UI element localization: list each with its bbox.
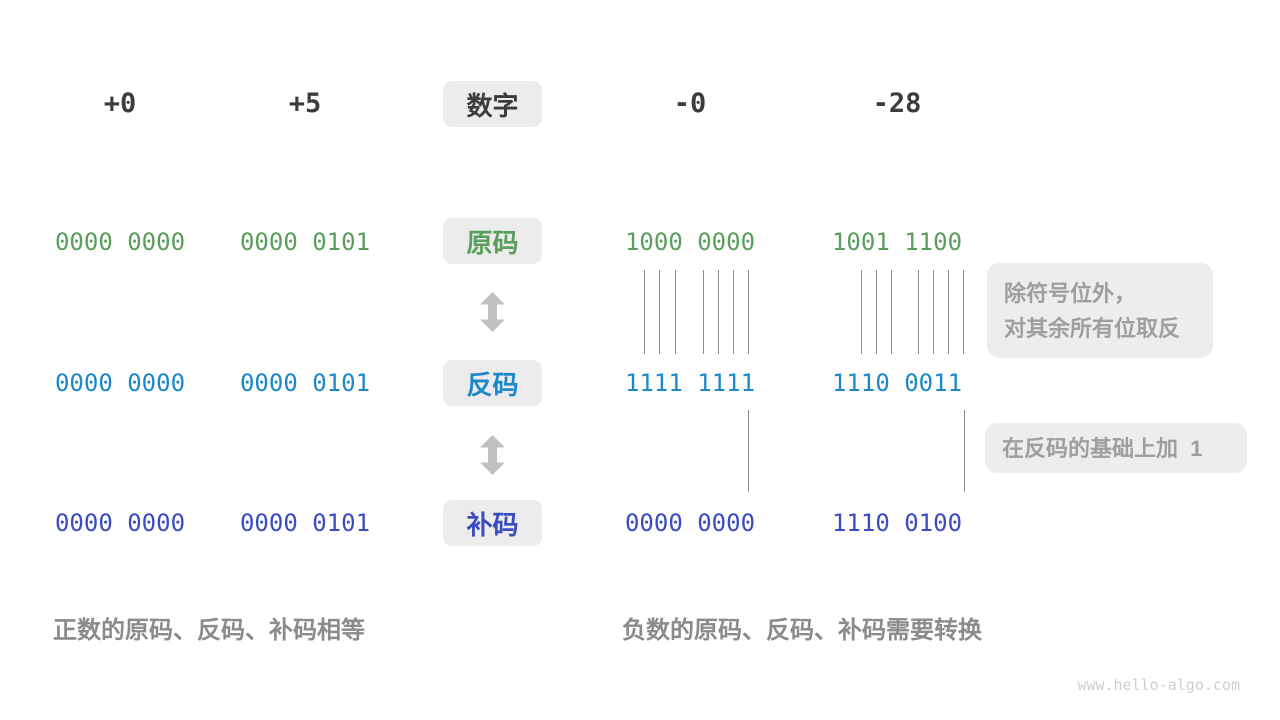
add-one-annotation-text: 在反码的基础上加 1 (1002, 435, 1203, 461)
invert-bits-annotation-line1: 除符号位外， (1004, 280, 1137, 306)
twos-complement-value-minus28: 1110 0100 (831, 509, 963, 537)
bit-connector-line (861, 270, 862, 354)
bit-connector-line (948, 270, 949, 354)
bit-connector-line (733, 270, 734, 354)
sign-magnitude-value-minus28: 1001 1100 (831, 228, 963, 256)
number-value-plus0: +0 (103, 88, 137, 119)
bit-connector-line (659, 270, 660, 354)
sign-magnitude-row-label-text: 原码 (466, 227, 519, 258)
ones-complement-value-plus0: 0000 0000 (54, 369, 186, 397)
ones-complement-value-minus0: 1111 1111 (624, 369, 756, 397)
bit-connector-line (703, 270, 704, 354)
bit-connector-line (675, 270, 676, 354)
bit-connector-line (964, 410, 965, 492)
sign-magnitude-value-plus0: 0000 0000 (54, 228, 186, 256)
watermark: www.hello-algo.com (1077, 676, 1240, 694)
bit-connector-line (718, 270, 719, 354)
up-down-arrow-icon (480, 435, 505, 475)
twos-complement-value-plus0: 0000 0000 (54, 509, 186, 537)
bit-connector-line (891, 270, 892, 354)
ones-complement-row-label-text: 反码 (466, 369, 519, 400)
number-value-plus5: +5 (288, 88, 322, 119)
ones-complement-value-minus28: 1110 0011 (831, 369, 963, 397)
twos-complement-row-label-text: 补码 (466, 509, 519, 540)
number-row-label-text: 数字 (466, 90, 519, 121)
sign-magnitude-value-minus0: 1000 0000 (624, 228, 756, 256)
twos-complement-row-label: 补码 (443, 500, 542, 546)
bit-connector-line (963, 270, 964, 354)
bit-connector-line (918, 270, 919, 354)
ones-complement-value-plus5: 0000 0101 (239, 369, 371, 397)
bit-connector-line (876, 270, 877, 354)
number-value-minus0: -0 (673, 88, 707, 119)
invert-bits-annotation: 除符号位外， 对其余所有位取反 (987, 263, 1213, 358)
invert-bits-annotation-line2: 对其余所有位取反 (1004, 315, 1181, 341)
number-value-minus28: -28 (872, 88, 922, 119)
sign-magnitude-row-label: 原码 (443, 218, 542, 264)
bit-connector-line (644, 270, 645, 354)
positive-numbers-caption: 正数的原码、反码、补码相等 (53, 617, 365, 644)
ones-complement-row-label: 反码 (443, 360, 542, 406)
negative-numbers-caption: 负数的原码、反码、补码需要转换 (622, 617, 982, 644)
twos-complement-value-plus5: 0000 0101 (239, 509, 371, 537)
sign-magnitude-value-plus5: 0000 0101 (239, 228, 371, 256)
twos-complement-value-minus0: 0000 0000 (624, 509, 756, 537)
up-down-arrow-icon (480, 292, 505, 332)
bit-connector-line (748, 410, 749, 492)
number-row-label: 数字 (443, 81, 542, 127)
bit-connector-line (933, 270, 934, 354)
add-one-annotation: 在反码的基础上加 1 (985, 423, 1247, 473)
bit-connector-line (748, 270, 749, 354)
